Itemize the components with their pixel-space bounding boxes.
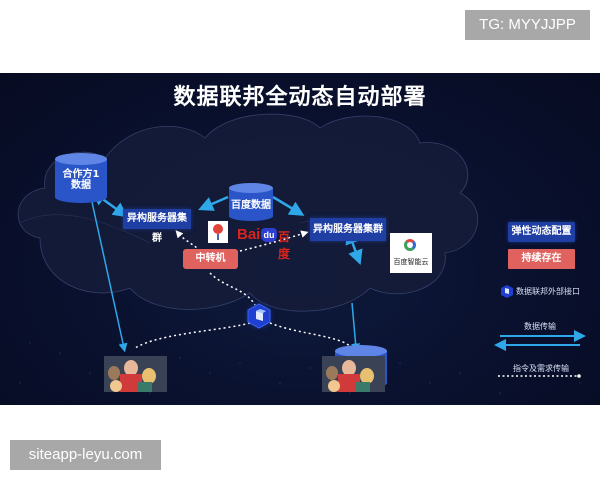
relay-machine-box: 中转机 xyxy=(183,249,238,269)
watermark-bottom: siteapp-leyu.com xyxy=(10,440,161,470)
baidu-logo-cn: 百度 xyxy=(278,230,291,261)
server-cluster-left: 异构服务器集群 xyxy=(123,209,191,244)
baidu-map-logo xyxy=(208,221,228,243)
crowd-image-left xyxy=(104,356,167,392)
watermark-top: TG: MYYJJPP xyxy=(465,10,590,40)
diagram-slide: 数据联邦全动态自动部署 Bai du 百度 百度智能云 合作方1 数据 百度数据… xyxy=(0,73,600,405)
legend-persistent: 持续存在 xyxy=(508,249,575,269)
legend-data-transfer-label: 数据传输 xyxy=(524,322,556,331)
server-cluster-right: 异构服务器集群 xyxy=(310,218,386,241)
map-pin-icon xyxy=(213,224,223,234)
dot-grid xyxy=(19,342,581,394)
legend-command-transfer-label: 指令及需求传输 xyxy=(513,364,569,373)
partner1-data-cylinder: 合作方1 数据 xyxy=(55,153,107,203)
slide-title: 数据联邦全动态自动部署 xyxy=(173,85,427,110)
cloud-hex-icon xyxy=(404,239,416,251)
crowd-image-right xyxy=(322,356,385,392)
baidu-cloud-logo: 百度智能云 xyxy=(390,233,432,273)
legend-interface-label: 数据联邦外部接口 xyxy=(516,287,580,296)
baidu-paw-icon: du xyxy=(261,228,277,242)
baidu-logo-text: Bai xyxy=(237,226,261,243)
baidu-data-cylinder: 百度数据 xyxy=(229,183,273,221)
legend-elastic-config: 弹性动态配置 xyxy=(508,222,575,242)
